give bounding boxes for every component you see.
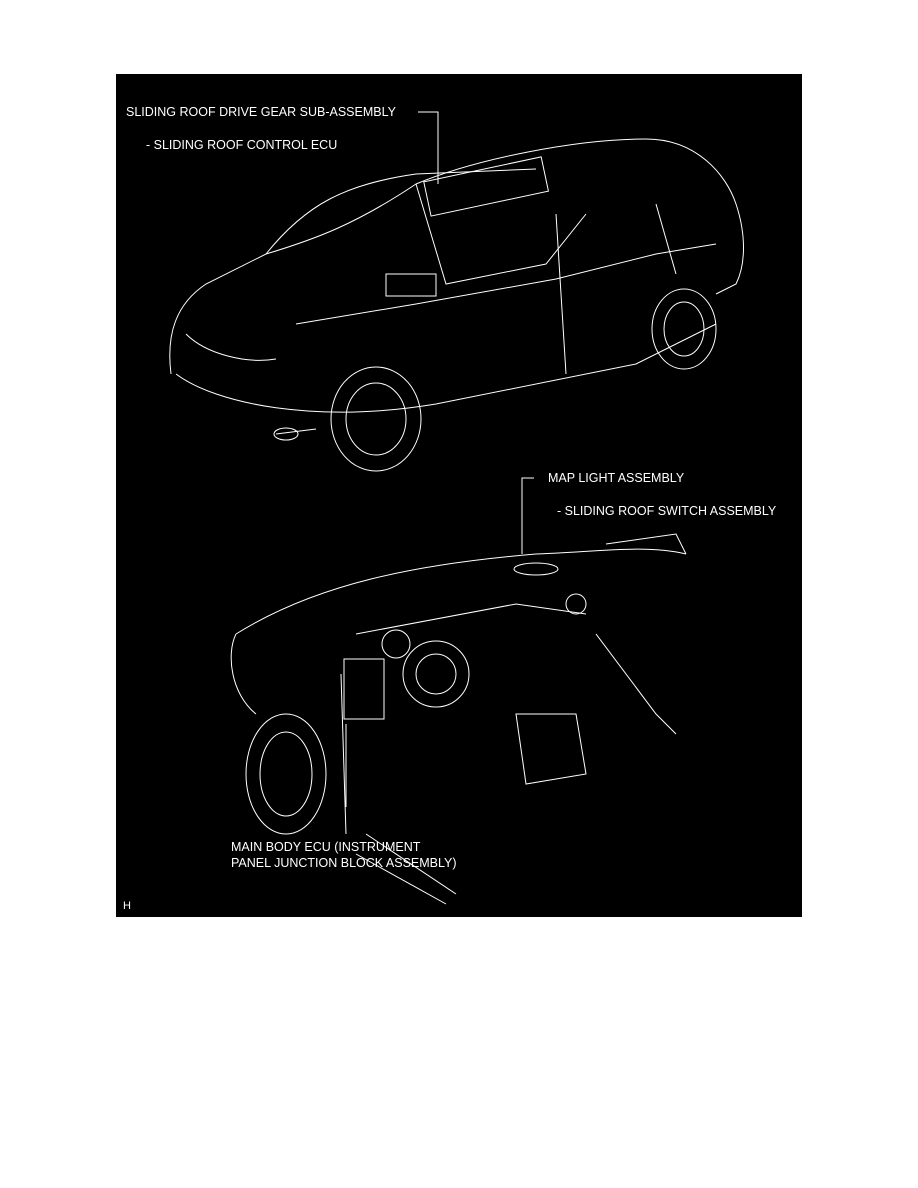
vehicle-line-art [169, 111, 744, 905]
car-illustration [169, 138, 744, 472]
label-main-body-ecu-line1: MAIN BODY ECU (INSTRUMENT [231, 840, 421, 854]
label-sliding-roof-drive-gear: SLIDING ROOF DRIVE GEAR SUB-ASSEMBLY [126, 105, 396, 119]
label-sliding-roof-control-ecu: - SLIDING ROOF CONTROL ECU [146, 138, 338, 152]
diagram-panel: SLIDING ROOF DRIVE GEAR SUB-ASSEMBLY - S… [116, 74, 802, 917]
corner-code: H [123, 900, 131, 912]
label-map-light-assembly: MAP LIGHT ASSEMBLY [548, 471, 685, 485]
dashboard-illustration [230, 533, 687, 905]
label-main-body-ecu-line2: PANEL JUNCTION BLOCK ASSEMBLY) [231, 856, 457, 870]
label-sliding-roof-switch-assembly: - SLIDING ROOF SWITCH ASSEMBLY [557, 504, 777, 518]
leader-lines [345, 111, 534, 807]
